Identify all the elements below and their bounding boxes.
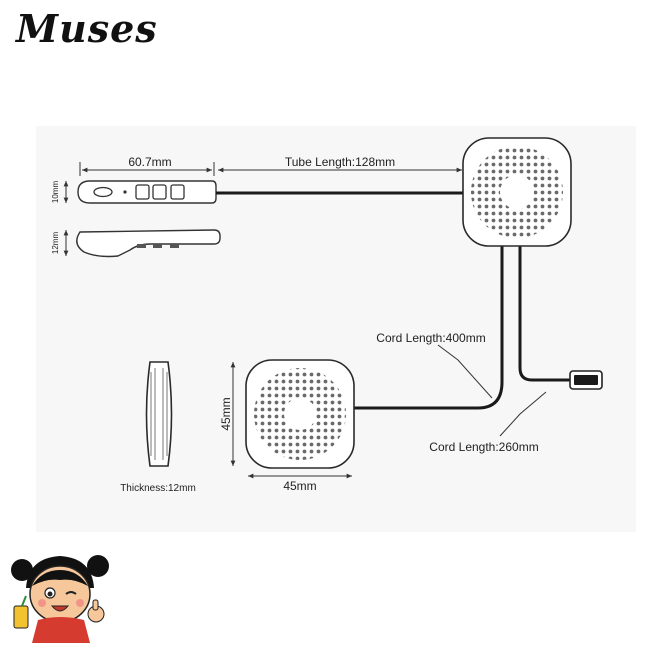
- speaker-width-dimension: 45mm: [248, 473, 352, 493]
- remote-side-view: [76, 229, 221, 258]
- cord-length-400-label: Cord Length:400mm: [376, 331, 485, 345]
- speaker-bottom: [245, 359, 355, 469]
- tube-length-label: Tube Length:128mm: [285, 155, 395, 169]
- connector-cord-short: [518, 244, 570, 382]
- speaker-height-dimension: 45mm: [219, 362, 236, 466]
- led-icon: [93, 186, 113, 198]
- brand-logo: Muses: [16, 6, 158, 51]
- speaker-width-label: 45mm: [283, 479, 316, 493]
- tube-length-dimension: Tube Length:128mm: [218, 155, 462, 173]
- cord-length-260-label: Cord Length:260mm: [429, 440, 538, 454]
- remote-height-label: 10mm: [51, 181, 60, 204]
- speaker-cord-long: [352, 244, 504, 410]
- remote-top-view: [77, 180, 217, 204]
- cord-length-leaders: [437, 344, 547, 437]
- button-icon: [170, 184, 185, 200]
- mascot-icon: [11, 555, 109, 643]
- speaker-height-label: 45mm: [219, 397, 233, 430]
- remote-thickness-dimension: 12mm: [51, 230, 69, 256]
- connector-plug: [569, 370, 603, 390]
- button-icon: [152, 184, 167, 200]
- speaker-side-view: [145, 361, 173, 467]
- thickness-label: Thickness:12mm: [120, 483, 196, 494]
- speaker-top: [462, 137, 572, 247]
- remote-length-label: 60.7mm: [128, 155, 171, 169]
- remote-height-dimension: 10mm: [51, 181, 69, 204]
- button-icon: [135, 184, 150, 200]
- remote-side-height-label: 12mm: [51, 232, 60, 255]
- remote-length-dimension: 60.7mm: [79, 155, 215, 176]
